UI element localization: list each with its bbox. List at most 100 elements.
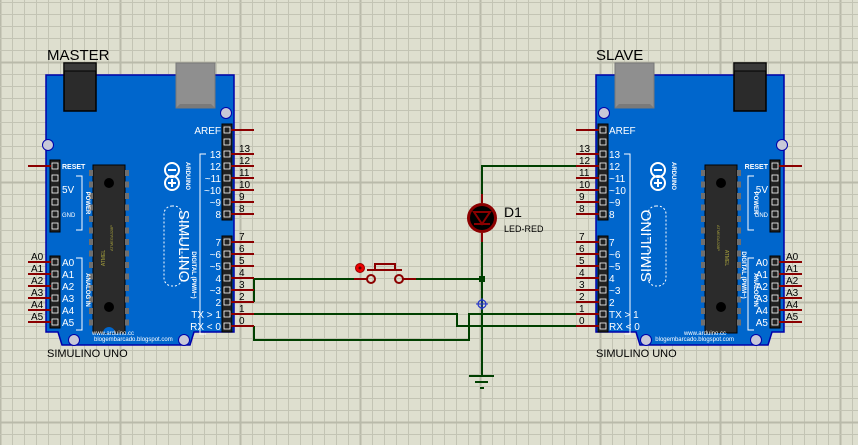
chip-pin (701, 319, 705, 326)
pin-pad[interactable] (223, 298, 231, 306)
power-header (49, 159, 61, 233)
pin-pad[interactable] (771, 222, 779, 230)
usb-connector (175, 62, 216, 109)
pin-pad[interactable] (771, 198, 779, 206)
pin-pad[interactable] (223, 138, 231, 146)
pin-pad[interactable] (51, 162, 59, 170)
pin-pad[interactable] (599, 286, 607, 294)
chip-pin (701, 273, 705, 280)
simulino-logo-frame (647, 205, 667, 287)
pin-pad[interactable] (599, 162, 607, 170)
pin-pad[interactable] (599, 198, 607, 206)
pin-pad[interactable] (599, 210, 607, 218)
pin-pad[interactable] (599, 238, 607, 246)
pin-pad[interactable] (599, 262, 607, 270)
mounting-hole (776, 139, 788, 151)
pin-pad[interactable] (771, 270, 779, 278)
pin-pad[interactable] (223, 210, 231, 218)
pin-label: 8 (609, 210, 615, 221)
wire[interactable] (253, 278, 354, 290)
pin-pad[interactable] (51, 210, 59, 218)
pin-pad[interactable] (599, 186, 607, 194)
pin-pad[interactable] (771, 258, 779, 266)
pin-pad[interactable] (223, 198, 231, 206)
pin-pad[interactable] (771, 210, 779, 218)
arduino-logo-icon (650, 175, 666, 191)
pin-pad[interactable] (51, 294, 59, 302)
pin-pad[interactable] (51, 174, 59, 182)
pin-pad[interactable] (599, 310, 607, 318)
pin-pad[interactable] (223, 162, 231, 170)
net-label: 12 (579, 156, 591, 167)
pin-pad[interactable] (599, 174, 607, 182)
net-label: 10 (239, 180, 251, 191)
ground-symbol[interactable] (469, 375, 494, 389)
power-bracket (747, 175, 754, 231)
pin-pad[interactable] (599, 126, 607, 134)
pin-pad[interactable] (51, 306, 59, 314)
pin-pad[interactable] (223, 150, 231, 158)
net-label: A2 (31, 276, 44, 287)
pin-pad[interactable] (223, 250, 231, 258)
power-pin-label: RESET (62, 164, 86, 171)
pin-pad[interactable] (599, 274, 607, 282)
pin-pad[interactable] (599, 322, 607, 330)
pin-pad[interactable] (51, 198, 59, 206)
pin-pad[interactable] (771, 306, 779, 314)
pin-pad[interactable] (223, 186, 231, 194)
power-section-label: POWER (84, 192, 90, 215)
analog-pin-label: A5 (62, 318, 75, 329)
pin-pad[interactable] (771, 186, 779, 194)
pin-pad[interactable] (223, 322, 231, 330)
pin-label: AREF (194, 126, 221, 137)
pin-pad[interactable] (599, 138, 607, 146)
pin-pad[interactable] (599, 150, 607, 158)
analog-pin-label: A3 (62, 294, 75, 305)
pin-pad[interactable] (771, 318, 779, 326)
pin-pad[interactable] (51, 222, 59, 230)
pin-label: 13 (210, 150, 222, 161)
mounting-hole (178, 334, 190, 346)
pin-pad[interactable] (223, 310, 231, 318)
pin-pad[interactable] (51, 270, 59, 278)
pin-pad[interactable] (51, 318, 59, 326)
wire[interactable] (253, 313, 578, 341)
pin-pad[interactable] (223, 126, 231, 134)
pin-pad[interactable] (223, 174, 231, 182)
digital-bracket (199, 153, 206, 335)
pin-pad[interactable] (51, 258, 59, 266)
pin-pad[interactable] (223, 274, 231, 282)
net-label: A0 (786, 252, 799, 263)
net-label: 0 (579, 316, 585, 327)
led-d1[interactable] (467, 194, 497, 242)
chip-pin (701, 181, 705, 188)
pin-pad[interactable] (223, 238, 231, 246)
pin-pad[interactable] (51, 186, 59, 194)
net-label: 2 (239, 292, 245, 303)
analog-pin-label: A1 (62, 270, 75, 281)
power-pin-label: 5V (62, 185, 75, 196)
pin-pad[interactable] (599, 298, 607, 306)
chip-notch (103, 327, 115, 333)
footer-blog: blogembarcado.blogspot.com (655, 337, 734, 343)
pin-label: ~5 (210, 262, 222, 273)
pin-label: ~11 (205, 174, 222, 185)
chip-dot (104, 302, 114, 312)
pin-pad[interactable] (771, 174, 779, 182)
pin-pad[interactable] (771, 294, 779, 302)
wire[interactable] (481, 165, 578, 194)
analog-pin-label: A1 (756, 270, 769, 281)
wire[interactable] (254, 313, 578, 327)
net-label: 10 (579, 180, 591, 191)
pin-pad[interactable] (51, 282, 59, 290)
pin-pad[interactable] (771, 162, 779, 170)
chip-pin (701, 308, 705, 314)
push-button[interactable] (354, 263, 416, 284)
pin-pad[interactable] (599, 250, 607, 258)
pin-pad[interactable] (223, 262, 231, 270)
pin-pad[interactable] (771, 282, 779, 290)
pin-pad[interactable] (223, 286, 231, 294)
